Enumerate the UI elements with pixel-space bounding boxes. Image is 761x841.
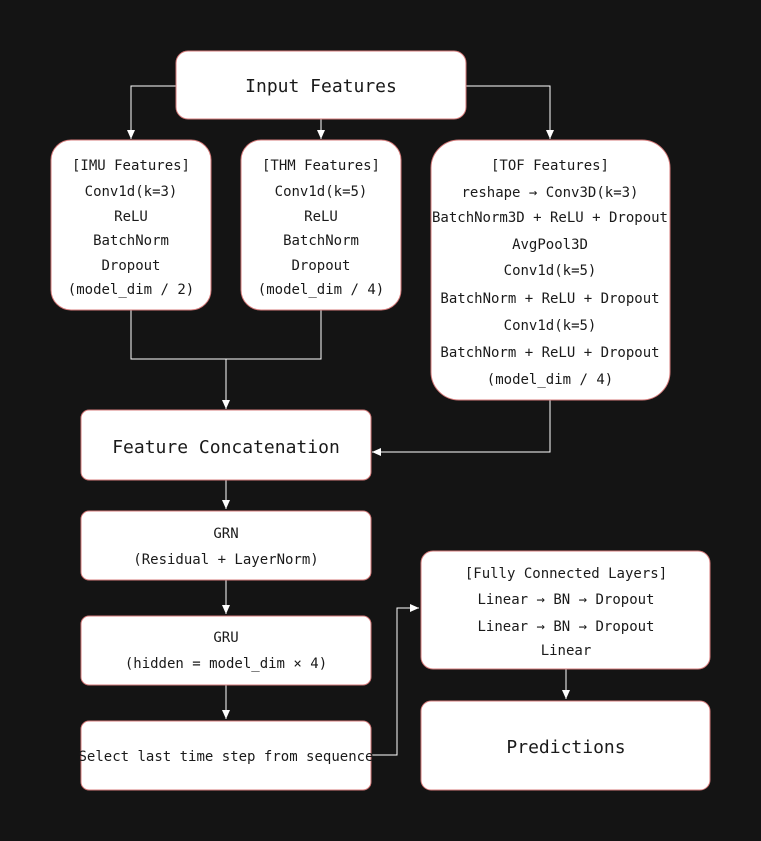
- fc-line-4: Linear: [541, 643, 592, 659]
- fc-line-1: [Fully Connected Layers]: [465, 566, 667, 582]
- tof-line-8: BatchNorm + ReLU + Dropout: [440, 345, 659, 361]
- gru-line-2: (hidden = model_dim × 4): [125, 656, 327, 672]
- input-features-label: Input Features: [245, 76, 397, 97]
- predictions-label: Predictions: [506, 737, 625, 758]
- imu-line-3: ReLU: [114, 209, 148, 225]
- thm-line-6: (model_dim / 4): [258, 282, 384, 298]
- tof-line-5: Conv1d(k=5): [504, 263, 597, 279]
- imu-line-1: [IMU Features]: [72, 158, 190, 174]
- grn-node: GRN (Residual + LayerNorm): [80, 510, 372, 581]
- thm-line-5: Dropout: [291, 258, 350, 274]
- imu-line-5: Dropout: [101, 258, 160, 274]
- imu-line-6: (model_dim / 2): [68, 282, 194, 298]
- thm-line-3: ReLU: [304, 209, 338, 225]
- tof-line-4: AvgPool3D: [512, 237, 588, 253]
- edge-select-to-fc: [371, 604, 419, 756]
- feature-concatenation-node: Feature Concatenation: [80, 409, 372, 481]
- input-features-node: Input Features: [175, 50, 467, 120]
- imu-line-4: BatchNorm: [93, 233, 169, 249]
- gru-line-1: GRU: [213, 630, 238, 646]
- fc-line-3: Linear → BN → Dropout: [477, 619, 654, 635]
- edge-input-to-tof: [465, 85, 554, 139]
- edges: [127, 85, 570, 756]
- tof-line-1: [TOF Features]: [491, 158, 609, 174]
- tof-line-2: reshape → Conv3D(k=3): [461, 185, 638, 201]
- select-last-step-node: Select last time step from sequence: [78, 720, 374, 791]
- imu-line-2: Conv1d(k=3): [85, 184, 178, 200]
- edge-input-to-imu: [127, 85, 176, 139]
- gru-node: GRU (hidden = model_dim × 4): [80, 615, 372, 686]
- grn-line-2: (Residual + LayerNorm): [133, 552, 318, 568]
- thm-features-node: [THM Features] Conv1d(k=5) ReLU BatchNor…: [240, 139, 402, 311]
- grn-line-1: GRN: [213, 526, 238, 542]
- fully-connected-node: [Fully Connected Layers] Linear → BN → D…: [420, 550, 711, 670]
- tof-features-node: [TOF Features] reshape → Conv3D(k=3) Bat…: [430, 139, 671, 401]
- feature-concatenation-label: Feature Concatenation: [112, 437, 340, 458]
- tof-line-7: Conv1d(k=5): [504, 318, 597, 334]
- thm-line-1: [THM Features]: [262, 158, 380, 174]
- tof-line-3: BatchNorm3D + ReLU + Dropout: [432, 210, 668, 226]
- predictions-node: Predictions: [420, 700, 711, 791]
- tof-line-9: (model_dim / 4): [487, 372, 613, 388]
- edge-imu-thm-to-concat: [130, 310, 322, 409]
- select-last-step-label: Select last time step from sequence: [78, 749, 373, 765]
- thm-line-2: Conv1d(k=5): [275, 184, 368, 200]
- thm-line-4: BatchNorm: [283, 233, 359, 249]
- edge-tof-to-concat: [372, 400, 551, 456]
- fc-line-2: Linear → BN → Dropout: [477, 592, 654, 608]
- tof-line-6: BatchNorm + ReLU + Dropout: [440, 291, 659, 307]
- imu-features-node: [IMU Features] Conv1d(k=3) ReLU BatchNor…: [50, 139, 212, 311]
